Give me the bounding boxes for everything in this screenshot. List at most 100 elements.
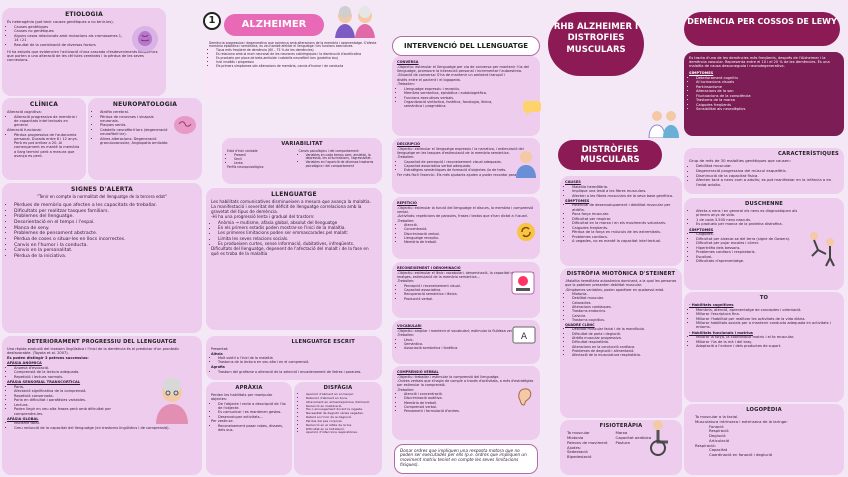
list-item: Reducció en masticació. — [306, 404, 377, 409]
steinert-title: DISTRÒFIA MIOTÒNICA D'STEINERT — [566, 271, 676, 277]
pictogram-card-icon — [510, 270, 536, 296]
vocabulari-text: -Objectiu: ampliar i mantenir el vocabul… — [397, 328, 519, 333]
duschenne-box: DUSCHENNE Afecta a nens i en general els… — [684, 198, 844, 290]
list-item: Pèrdua de la força en músculs de les ext… — [572, 230, 675, 234]
svg-text:A: A — [521, 332, 528, 342]
llenguatge-escrit-sub-2: Agrafia — [211, 364, 225, 369]
causes-list: Malaltia hereditària. Implique una lesió… — [565, 185, 677, 198]
list-item: Memòria semàntica, episòdica i autobiogr… — [404, 91, 509, 95]
list-item: Mutisme total. — [14, 421, 197, 425]
deteriorament-sub-2: AFÀSIA SENSORIAL TRANSCORTICAL — [7, 380, 81, 385]
list-item: Repetició conservada. — [14, 394, 127, 398]
llenguatge-escrit-title: LLENGUATGE ESCRIT — [291, 339, 355, 345]
alzheimer-title: ALZHEIMER — [224, 14, 324, 36]
deteriorament-sub-3: AFÀSIA GLOBAL — [7, 416, 39, 421]
list-item: Dificultat de parla i deglució. — [572, 332, 677, 336]
neuropatologia-box: NEUROPATOLOGIA Atròfia cerebral. Pèrdua … — [88, 98, 202, 180]
list-item: Dificultat en la hidratació. — [306, 427, 377, 432]
fisioterapia-box: FISIOTERÀPIA To muscular Miotonia Patron… — [560, 420, 682, 475]
reconeixement-text-2: -Treballen: — [397, 279, 415, 284]
lewy-text: Es tracta d'una de les demències més fre… — [689, 55, 830, 68]
wheelchair-illustration — [640, 416, 680, 456]
list-item: 1 de cada 3.500 nens nascuts. — [696, 218, 807, 222]
list-item: Pèrdua de la iniciativa. — [14, 254, 157, 259]
variabilitat-text-2: Perfils neuropsicològics: — [227, 164, 265, 169]
list-item: Debilitat muscular. — [572, 296, 677, 300]
deteriorament-text-2: Es poden distingir 3 patrons successius: — [7, 356, 89, 361]
list-item: Aparició d'infeccions respiratòries. — [306, 431, 377, 435]
caracteristiques-box: CARACTERÍSTIQUES Grup de més de 30 malal… — [684, 148, 844, 194]
list-item: Poca força muscular. — [572, 212, 675, 216]
apraxia-list: De l'objecte i recte a descripció de l'ú… — [211, 402, 287, 419]
list-item: Problemes de deglució i alimentació. — [572, 349, 677, 353]
duschenne-sub: SÍMPTOMES — [689, 227, 714, 232]
signes-alerta-quote: "Tenir en compte la normalitat del lleng… — [37, 194, 167, 200]
list-item: Associació semàntica i fonètica. — [404, 346, 535, 350]
list-item: Canvis en la personalitat. — [14, 248, 157, 253]
list-item: Comprensió verbal. — [404, 405, 535, 409]
deteriorament-sub-1: AFÀSIA ANÒMICA — [7, 361, 42, 366]
lewy-title: DEMÈNCIA PER COSSOS DE LEWY — [684, 12, 840, 46]
list-item: Articulació — [709, 437, 730, 443]
list-item: Capacitat — [709, 447, 728, 453]
list-item: Aparició d'aliment en el menjar. — [306, 393, 377, 397]
list-item: Senil — [234, 157, 296, 162]
comprensio-text: -Objectiu: treballar i estimular la comp… — [397, 374, 500, 379]
list-item: Alteracions de la son — [696, 89, 839, 93]
repeticio-text-2: -Activitats: repeticions de paraules, fr… — [397, 214, 529, 219]
causes-title: CAUSES — [565, 180, 581, 184]
llenguatge-escrit-box: LLENGUATGE ESCRIT Presentat: Alèxia Molt… — [206, 336, 382, 380]
signes-alerta-title: SIGNES D'ALERTA — [70, 186, 133, 193]
clinica-box: CLÍNICA Alteració cognitiva: Alteració p… — [2, 98, 86, 180]
list-item: Es produeix per placa de beta-amiloide i… — [216, 56, 379, 61]
list-item: Memòria de treball. — [404, 401, 535, 405]
list-item: Pèrdua progressiva de l'autonomia person… — [14, 133, 81, 158]
list-item: Es produeix per manca de la proteïna dis… — [696, 222, 807, 226]
vocabulari-text-2: -Treballen: — [397, 333, 415, 338]
gowers-sign-illustration — [804, 228, 838, 268]
list-item: Afecta a nens i en general els nens es d… — [696, 209, 807, 217]
list-item: Parla. — [14, 385, 127, 389]
alzheimer-intro-list: Tipus més freqüent de demència (60 – 75 … — [209, 49, 379, 68]
llenguatge-text: Les habilitats comunicatives disminueixe… — [211, 199, 371, 214]
rhb-title: RHB ALZHEIMER I DISTROFIES MUSCULARS — [548, 12, 644, 76]
abc-icon: A — [512, 326, 536, 344]
variabilitat-list: Presenil Senil Lenta — [227, 153, 296, 166]
list-item: Capacitat aeròbica — [615, 435, 652, 441]
list-item: Atracament en aliments/pèrdua d'aliment. — [306, 400, 377, 405]
logopedia-box: LOGOPÈDIA To muscular a la facial. Muscu… — [684, 404, 844, 475]
list-item: Problemes del llenguatge. — [14, 214, 157, 219]
brain-illustration — [130, 24, 160, 54]
alzheimer-intro-box: Demència progressiva i degenerativa que … — [204, 38, 384, 98]
note-text: Donar ordres que impliquen una resposta … — [400, 447, 527, 468]
list-item: Millorar l'escriptura fina. — [696, 312, 839, 316]
conversa-text-3: -Treballen: — [397, 82, 415, 87]
repeticio-text-3: -Treballen: — [397, 218, 415, 223]
list-item: Patrons de moviment — [567, 439, 608, 445]
intervencio-llenguatge-title: INTERVENCIÓ DEL LLENGUATGE — [392, 36, 540, 56]
list-item: Atròfia muscular progressiva. — [572, 336, 677, 340]
list-item: Miotonia. — [572, 292, 677, 296]
llenguatge-list: Anòmia → mutisme, afàsia global, absolut… — [211, 220, 377, 247]
list-item: Tipus més freqüent de demència (60 – 75 … — [216, 49, 379, 53]
clinica-text: Alteració cognitiva: — [7, 110, 42, 115]
steinert-text: -Malaltia hereditària autosòmica dominan… — [565, 279, 677, 288]
deteriorament-list-2: Parla. Afectació significativa de la com… — [7, 385, 127, 416]
list-item: Greu reducció de la capacitat del llengu… — [14, 426, 197, 430]
list-item: Sensibilitat als neurolèptics — [696, 107, 839, 111]
list-item: Millorar l'ús de la mà i del braç. — [696, 340, 839, 344]
variabilitat-text-3: Canvis psicològics i del comportament: — [298, 148, 360, 153]
disfagia-list: Aparició d'aliment en el menjar. Retenci… — [299, 393, 377, 435]
list-item: Debilitat muscular. — [696, 163, 839, 168]
descripcio-text-3: Fer més fàcil l'exercici. Els més ajudan… — [397, 172, 525, 177]
reconeixement-title: RECONEIXEMENT I DENOMINACIÓ — [397, 266, 461, 270]
grandparents-illustration — [330, 4, 380, 40]
repeticio-title: REPETICIÓ — [397, 201, 417, 205]
list-item: Trastorn del grafisme o alteració de la … — [218, 370, 377, 374]
brain-icon — [172, 112, 198, 138]
list-item: De l'objecte i recte a descripció de l'ú… — [218, 402, 287, 410]
apraxia-text-2: Per vestir-se. — [211, 419, 234, 424]
comprensio-text-3: -Treballen: — [397, 387, 415, 392]
list-item: Discriminació auditiva. — [404, 396, 535, 400]
apraxia-title: APRÀXIA — [235, 385, 263, 391]
